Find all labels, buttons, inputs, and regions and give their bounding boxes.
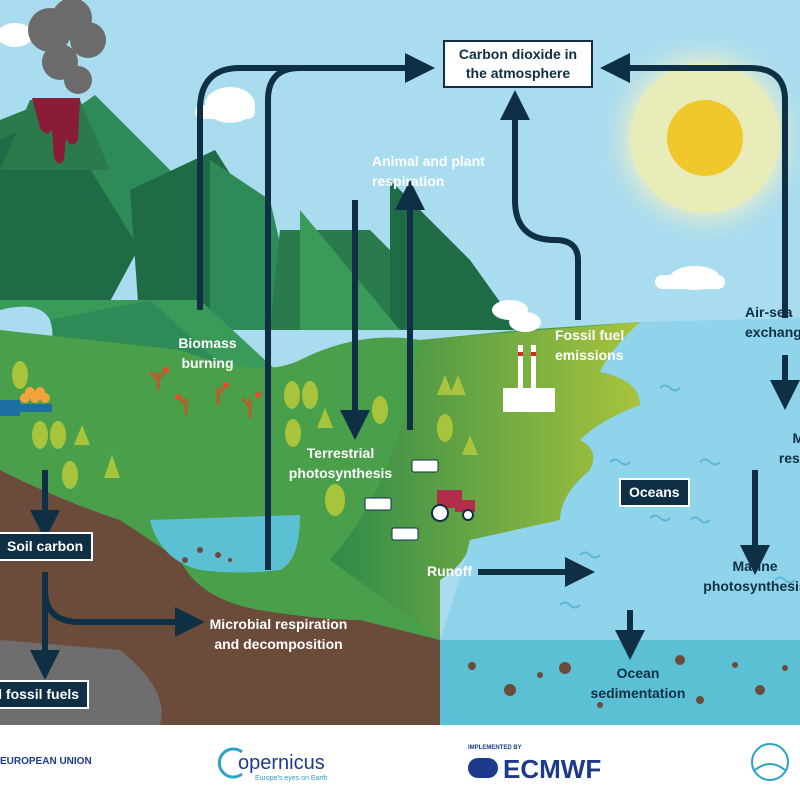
arrow-airsea-up [600,53,788,318]
atmosphere-logo-mark [751,743,789,781]
volcano-smoke [28,0,106,94]
flames [163,367,261,400]
implemented-by-label: IMPLEMENTED BY [468,745,522,751]
terrestrial-photosynthesis-label: Terrestrial photosynthesis [288,445,393,481]
flow-arrows [30,53,800,680]
eu-label: EUROPEAN UNION [0,756,92,767]
ocean-sedimentation-label: Ocean sedimentation [590,665,686,701]
tractor [431,490,475,522]
co2-atmosphere-label: Carbon dioxide in the atmosphere [443,40,593,88]
trees [12,361,478,516]
copernicus-tagline: Europe's eyes on Earth [255,775,328,782]
microbial-respiration-label: Microbial respiration and decomposition [209,616,348,652]
cows [364,459,439,541]
coast [330,322,640,640]
waves [559,384,796,609]
copernicus-logo-mark [217,747,243,779]
ecmwf-logo-mark [468,758,498,778]
marine-photosynthesis-label: Marine photosynthesis [703,558,800,594]
footer-bar [0,725,800,800]
fossil-fuel-emissions-label: Fossil fuel emissions [555,327,625,363]
animal-plant-respiration-label: Animal and plant respiration [372,153,485,189]
sun [667,100,743,176]
copernicus-wordmark: opernicus [238,752,325,774]
arrow-microbial [265,65,380,570]
sediment-dots [182,547,788,708]
lake [150,515,300,573]
arrow-biomass [197,53,435,310]
air-sea-exchange-label: Air-sea exchange [745,304,800,340]
truck [0,387,52,416]
fossils-fossil-fuels-label: Fossils and fossil fuels [0,680,90,709]
arrow-microbial-decomp [42,589,205,637]
arrow-fossil [500,90,581,320]
oceans-label: Oceans [619,478,690,507]
soil-carbon-label: Soil carbon [0,532,94,561]
ocean [440,318,800,725]
runoff-label: Runoff [427,563,473,579]
ecmwf-wordmark: ECMWF [503,754,602,784]
factory [492,300,555,412]
lava [32,98,80,164]
biomass-burning-label: Biomass burning [178,335,237,371]
marine-respiration-label: Marine respiration [778,430,800,466]
